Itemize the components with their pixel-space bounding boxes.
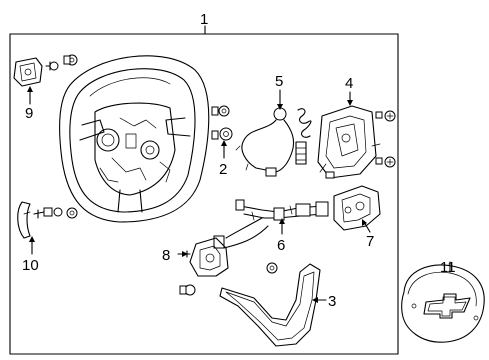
clockspring-wire-icon — [235, 107, 295, 177]
screw-icon — [45, 61, 59, 71]
callout-6: 6 — [277, 237, 285, 254]
assembly-frame — [9, 33, 399, 355]
switch-module-left-icon — [189, 237, 229, 277]
screw-icon — [211, 105, 230, 117]
callout-8: 8 — [162, 247, 170, 264]
bolt-icon — [63, 54, 78, 66]
switch-bracket-icon — [13, 57, 43, 87]
screw-icon — [179, 284, 196, 296]
callout-9: 9 — [25, 105, 33, 122]
coil-spring-icon — [295, 108, 312, 165]
wiring-harness-icon — [213, 199, 329, 249]
callout-10: 10 — [22, 257, 39, 274]
screw-icon — [375, 110, 396, 122]
steering-wheel-icon — [59, 55, 210, 223]
switch-assembly-icon — [317, 105, 381, 179]
callout-7: 7 — [366, 233, 374, 250]
screw-icon — [266, 262, 278, 274]
switch-module-right-icon — [333, 185, 381, 231]
paddle-shifter-left-icon — [17, 201, 78, 239]
airbag-module-icon — [401, 264, 485, 343]
callout-1: 1 — [200, 11, 208, 28]
callout-5: 5 — [275, 73, 283, 90]
bolt-icon — [211, 127, 233, 141]
callout-11: 11 — [440, 259, 456, 276]
callout-3: 3 — [328, 293, 336, 310]
screw-icon — [375, 156, 396, 168]
bezel-trim-icon — [219, 263, 321, 347]
callout-4: 4 — [345, 75, 353, 92]
callout-2: 2 — [219, 161, 227, 178]
